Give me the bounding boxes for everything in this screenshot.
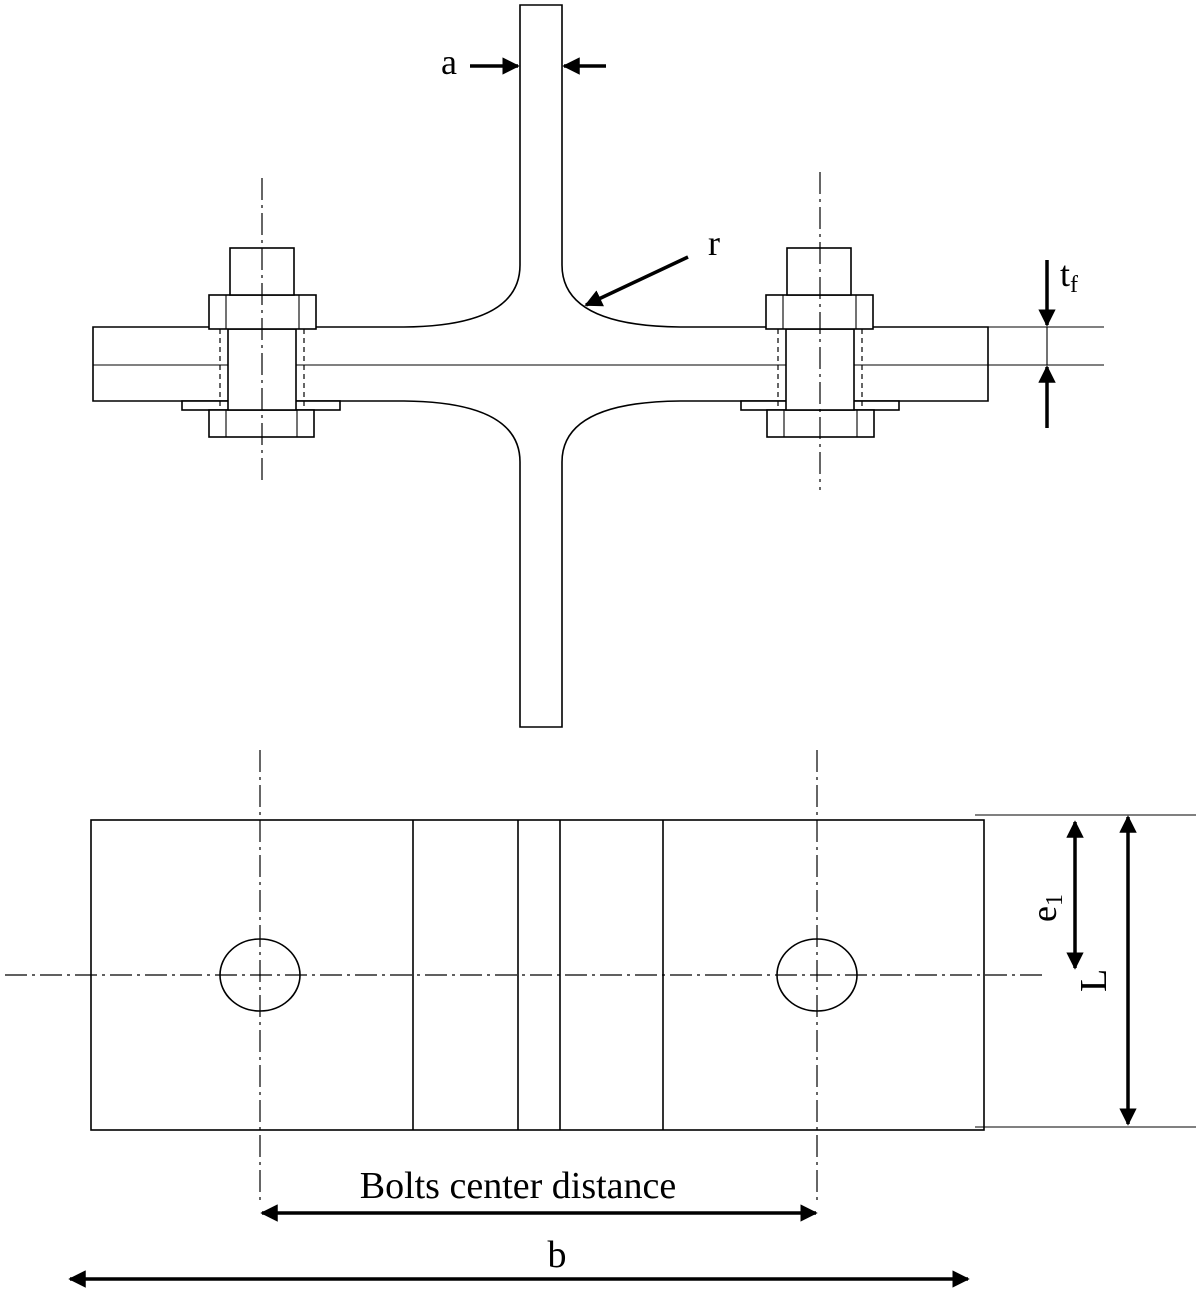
t-stub-outline	[92, 4, 989, 728]
label-L: L	[1073, 969, 1115, 992]
label-tf: tf	[1060, 254, 1078, 298]
dimension-bolts-center: Bolts center distance	[260, 1165, 818, 1222]
label-b: b	[548, 1234, 567, 1276]
label-r: r	[708, 223, 720, 263]
label-a: a	[441, 42, 457, 82]
front-view: a r tf	[92, 4, 1104, 728]
dimension-tf: tf	[988, 254, 1104, 428]
plan-view: e1 L Bolts center distance b	[5, 750, 1196, 1288]
dimension-e1-L: e1 L	[975, 814, 1196, 1128]
left-bolt	[181, 178, 341, 484]
right-bolt	[740, 172, 900, 490]
dimension-b: b	[68, 1234, 970, 1288]
dimension-r: r	[584, 223, 720, 307]
right-bolt-tail	[786, 247, 852, 296]
label-bolts-center-distance: Bolts center distance	[360, 1165, 677, 1207]
dimension-a: a	[441, 42, 606, 82]
label-e1: e1	[1024, 894, 1068, 922]
